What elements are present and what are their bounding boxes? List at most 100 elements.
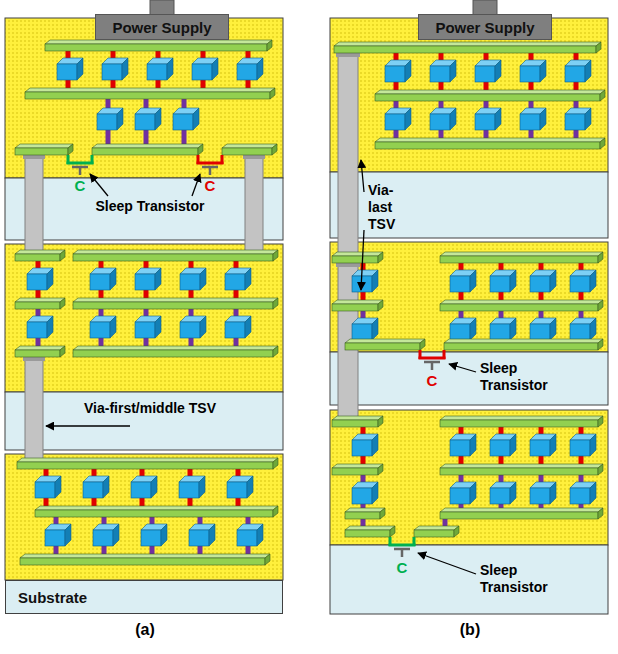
tsv-cap bbox=[23, 155, 45, 159]
device-cube-side bbox=[540, 108, 546, 130]
control-signal: C bbox=[397, 559, 408, 577]
metal-bar bbox=[345, 512, 380, 519]
device-cube bbox=[530, 324, 550, 340]
metal-bar-top bbox=[17, 458, 278, 462]
transistor-channel bbox=[419, 357, 446, 360]
device-cube bbox=[141, 530, 161, 546]
metal-bar-top bbox=[73, 346, 278, 350]
device-layer bbox=[330, 18, 608, 172]
device-cube bbox=[430, 114, 450, 130]
device-cube bbox=[570, 324, 590, 340]
metal-bar bbox=[15, 302, 60, 309]
device-cube bbox=[450, 440, 470, 456]
metal-bar-top bbox=[15, 144, 73, 148]
device-cube bbox=[131, 482, 151, 498]
device-cube bbox=[352, 324, 372, 340]
tsv-cap bbox=[336, 53, 360, 57]
device-cube bbox=[475, 114, 495, 130]
metal-bar-top bbox=[15, 250, 65, 254]
metal-bar bbox=[440, 468, 598, 475]
metal-bar-side bbox=[378, 300, 383, 311]
device-cube bbox=[570, 440, 590, 456]
metal-bar-top bbox=[414, 526, 459, 530]
metal-bar bbox=[345, 343, 420, 350]
device-cube bbox=[97, 114, 117, 130]
substrate-band: Substrate bbox=[5, 580, 283, 614]
device-cube-side bbox=[199, 476, 205, 498]
leader-arrow bbox=[361, 160, 364, 192]
device-cube-side bbox=[590, 434, 596, 456]
device-cube-side bbox=[155, 108, 161, 130]
power-supply-box: Power Supply bbox=[418, 14, 552, 40]
device-cube bbox=[385, 114, 405, 130]
device-cube bbox=[490, 324, 510, 340]
metal-bar bbox=[334, 46, 596, 53]
metal-bar bbox=[332, 256, 378, 263]
transistor-channel bbox=[389, 544, 416, 547]
metal-bar bbox=[73, 302, 273, 309]
metal-bar-side bbox=[60, 346, 65, 357]
tsv bbox=[25, 357, 43, 462]
device-cube bbox=[225, 274, 245, 290]
device-cube-side bbox=[372, 482, 378, 504]
device-cube-side bbox=[470, 270, 476, 292]
device-cube-side bbox=[77, 58, 83, 80]
tsv-cap bbox=[336, 263, 360, 267]
metal-bar-side bbox=[596, 42, 601, 53]
metal-bar-top bbox=[440, 464, 603, 468]
device-cube bbox=[475, 66, 495, 82]
device-cube-side bbox=[372, 270, 378, 292]
metal-bar-top bbox=[15, 346, 65, 350]
device-cube bbox=[27, 322, 47, 338]
metal-bar-side bbox=[198, 144, 203, 155]
metal-bar-side bbox=[265, 554, 270, 565]
device-cube bbox=[227, 482, 247, 498]
substrate-layer bbox=[5, 178, 283, 240]
tsv bbox=[338, 53, 358, 256]
metal-bar-top bbox=[440, 416, 603, 420]
device-cube bbox=[35, 482, 55, 498]
metal-bar-top bbox=[45, 40, 272, 44]
metal-bar bbox=[45, 44, 267, 51]
device-cube bbox=[530, 276, 550, 292]
device-cube bbox=[352, 488, 372, 504]
device-cube bbox=[225, 322, 245, 338]
device-cube bbox=[189, 530, 209, 546]
metal-bar bbox=[92, 148, 198, 155]
device-cube-side bbox=[405, 108, 411, 130]
metal-bar-top bbox=[345, 508, 385, 512]
node-text: Power Supply bbox=[112, 19, 211, 36]
device-cube-side bbox=[65, 524, 71, 546]
device-cube-side bbox=[257, 58, 263, 80]
metal-bar bbox=[332, 468, 378, 475]
metal-bar bbox=[73, 254, 273, 261]
illustration bbox=[5, 0, 608, 614]
device-cube-side bbox=[585, 108, 591, 130]
metal-bar-side bbox=[390, 526, 395, 537]
device-cube-side bbox=[405, 60, 411, 82]
device-cube-side bbox=[590, 482, 596, 504]
metal-bar-side bbox=[454, 526, 459, 537]
device-cube-side bbox=[200, 268, 206, 290]
metal-bar bbox=[440, 420, 598, 427]
metal-bar-side bbox=[60, 298, 65, 309]
transistor-channel bbox=[197, 162, 224, 165]
metal-bar-top bbox=[332, 416, 383, 420]
tsv-label: Via-first/middle TSV bbox=[80, 400, 220, 417]
metal-bar-side bbox=[273, 250, 278, 261]
metal-bar-top bbox=[332, 300, 383, 304]
metal-bar-top bbox=[334, 42, 601, 46]
device-cube bbox=[90, 274, 110, 290]
metal-bar bbox=[15, 148, 68, 155]
device-cube bbox=[237, 530, 257, 546]
device-cube-side bbox=[470, 482, 476, 504]
tsv-cap bbox=[23, 357, 45, 361]
device-cube-side bbox=[550, 270, 556, 292]
metal-bar bbox=[15, 254, 60, 261]
device-cube bbox=[565, 114, 585, 130]
device-cube bbox=[135, 114, 155, 130]
leader-arrow bbox=[90, 174, 108, 196]
device-cube bbox=[450, 324, 470, 340]
